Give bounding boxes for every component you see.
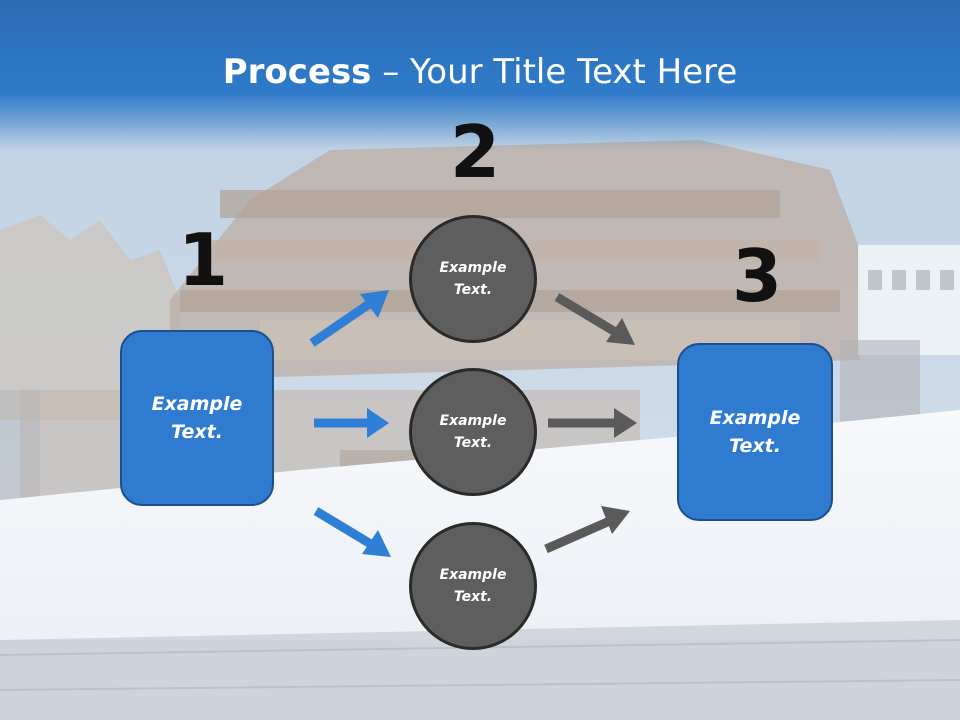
title-band <box>0 0 960 150</box>
circle-bottom-line2: Text. <box>453 589 493 605</box>
circle-top-line2: Text. <box>453 282 493 298</box>
circle-middle-line1: Example <box>439 412 507 429</box>
slide-title: Process – Your Title Text Here <box>0 52 960 92</box>
circle-middle-line2: Text. <box>453 435 493 451</box>
circle-top-line1: Example <box>439 259 507 276</box>
left-box-line2: Text. <box>171 421 223 443</box>
right-box-line2: Text. <box>729 435 781 457</box>
step-number-3: 3 <box>732 234 783 318</box>
step-number-1: 1 <box>178 218 229 302</box>
left-box-line1: Example <box>151 392 243 415</box>
title-bold: Process <box>222 52 372 92</box>
title-rest: – Your Title Text Here <box>371 52 738 92</box>
step-number-2: 2 <box>450 110 501 194</box>
circle-bottom-line1: Example <box>439 566 507 583</box>
right-box-line1: Example <box>709 406 801 429</box>
